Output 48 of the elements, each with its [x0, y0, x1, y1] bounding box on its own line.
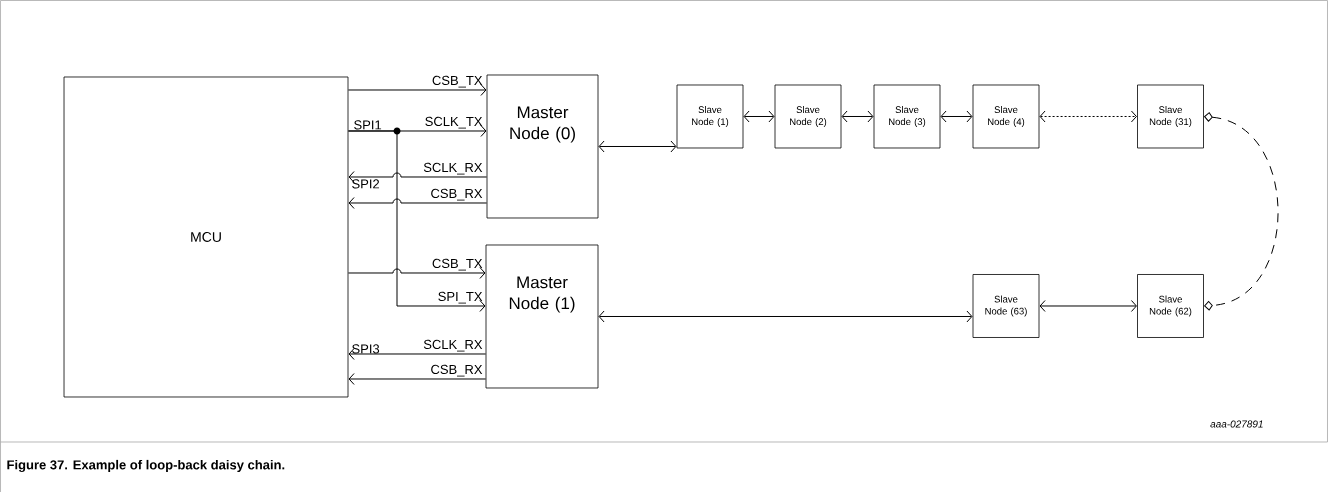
bus-label: SPI1 — [354, 120, 382, 130]
arrow — [598, 310, 973, 323]
edge-label: SCLK_RX — [423, 162, 483, 175]
bus-label: SPI3 — [352, 344, 380, 354]
signal-arrow — [348, 348, 487, 360]
node-label: Slave Node (4) — [988, 106, 1025, 127]
node-label: MCU — [191, 232, 221, 242]
master-node-box — [486, 74, 599, 219]
figure-id: aaa-027891 — [1210, 420, 1263, 428]
arrow — [743, 110, 775, 123]
edge-label: CSB_RX — [431, 364, 483, 377]
signal-arrow — [347, 267, 486, 279]
node-label: Master Node (1) — [509, 276, 575, 313]
signal-arrow — [347, 84, 487, 96]
slave-node-box — [1137, 84, 1204, 149]
signal-arrow — [348, 171, 488, 183]
edge-label: SCLK_TX — [425, 116, 483, 129]
arrow — [940, 110, 973, 123]
node-label: Slave Node (31) — [1149, 106, 1192, 127]
caption: Figure 37. Example of loop-back daisy chain. — [7, 459, 285, 473]
edge-label: CSB_TX — [432, 75, 483, 88]
node-label: Slave Node (62) — [1149, 295, 1192, 317]
loop-back-connector — [1204, 112, 1279, 311]
signal-arrow — [348, 373, 487, 385]
edge-label: CSB_RX — [431, 188, 483, 201]
node-label: Master Node (0) — [510, 106, 575, 143]
arrow — [1039, 110, 1137, 123]
slave-node-box — [972, 84, 1040, 149]
signal-arrow — [347, 130, 486, 312]
arrow — [841, 110, 874, 123]
slave-node-box — [873, 84, 941, 149]
edge-label: SPI_TX — [438, 291, 483, 304]
signal-arrow — [348, 197, 488, 209]
mcu-box — [63, 76, 349, 398]
slave-node-box — [972, 274, 1040, 338]
arrow — [1039, 300, 1137, 312]
slave-node-box — [774, 84, 842, 149]
edge-label: CSB_TX — [432, 258, 483, 271]
node-label: Slave Node (2) — [790, 106, 827, 127]
bus-label: SPI2 — [352, 179, 380, 189]
slave-node-box — [676, 84, 744, 149]
arrow — [598, 140, 677, 153]
edge-label: SCLK_RX — [423, 339, 483, 352]
node-label: Slave Node (63) — [985, 295, 1027, 317]
slave-node-box — [1137, 274, 1204, 338]
node-label: Slave Node (3) — [889, 106, 926, 127]
master-node-box — [485, 244, 599, 389]
node-label: Slave Node (1) — [692, 106, 729, 127]
